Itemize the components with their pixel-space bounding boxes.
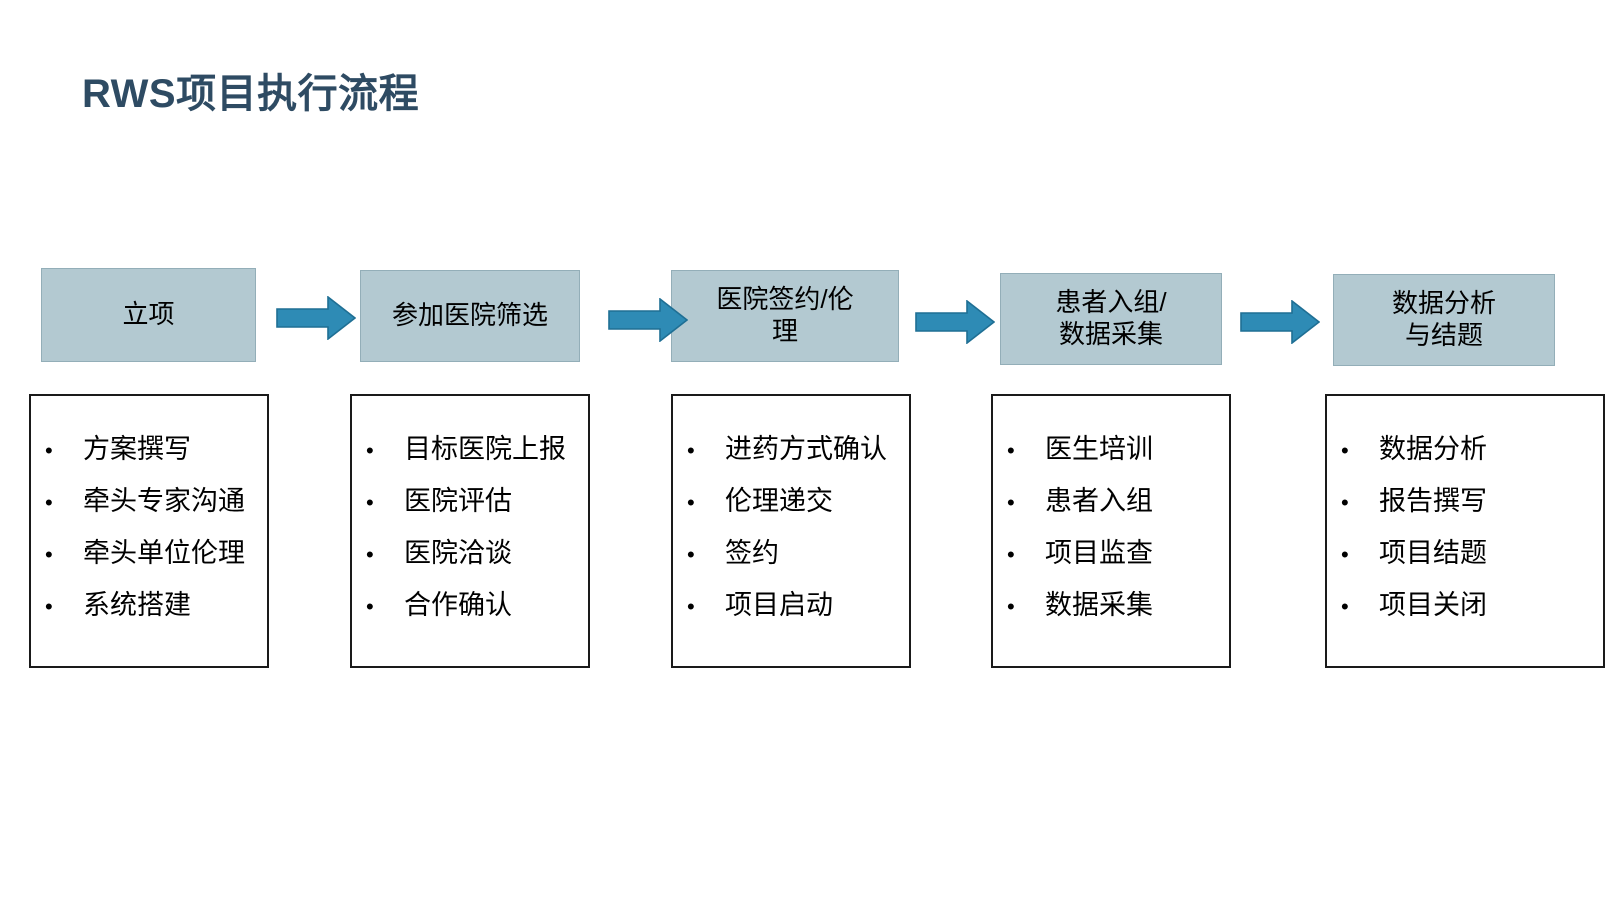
list-item-label: 牵头专家沟通 xyxy=(83,486,245,516)
stage-header-2[interactable]: 参加医院筛选 xyxy=(360,270,580,362)
bullet-icon: • xyxy=(366,594,374,619)
detail-list-4: • 医生培训 • 患者入组 • 项目监查 • 数据采集 xyxy=(993,436,1229,619)
list-item-label: 医院评估 xyxy=(404,486,512,516)
list-item-label: 项目启动 xyxy=(725,590,833,620)
stage-header-label: 参加医院筛选 xyxy=(391,300,548,331)
list-item[interactable]: • 项目启动 xyxy=(673,592,909,619)
bullet-icon: • xyxy=(45,542,53,567)
list-item-label: 伦理递交 xyxy=(725,486,833,516)
list-item[interactable]: • 牵头专家沟通 xyxy=(31,488,267,515)
list-item-label: 方案撰写 xyxy=(83,434,191,464)
bullet-icon: • xyxy=(366,490,374,515)
stage-header-label: 患者入组/ 数据采集 xyxy=(1055,287,1167,349)
bullet-icon: • xyxy=(45,594,53,619)
stage-header-label: 医院签约/伦 理 xyxy=(716,284,854,346)
list-item[interactable]: • 进药方式确认 xyxy=(673,436,909,463)
bullet-icon: • xyxy=(1007,490,1015,515)
list-item[interactable]: • 项目监查 xyxy=(993,540,1229,567)
list-item[interactable]: • 项目结题 xyxy=(1327,540,1603,567)
bullet-icon: • xyxy=(1341,490,1349,515)
bullet-icon: • xyxy=(366,542,374,567)
stage-header-3[interactable]: 医院签约/伦 理 xyxy=(671,270,899,362)
list-item-label: 项目监查 xyxy=(1045,538,1153,568)
right-arrow-icon-1 xyxy=(276,296,356,340)
stage-header-1[interactable]: 立项 xyxy=(41,268,256,362)
list-item-label: 项目关闭 xyxy=(1379,590,1487,620)
list-item-label: 项目结题 xyxy=(1379,538,1487,568)
list-item-label: 患者入组 xyxy=(1045,486,1153,516)
bullet-icon: • xyxy=(1007,438,1015,463)
list-item-label: 报告撰写 xyxy=(1379,486,1487,516)
detail-list-1: • 方案撰写 • 牵头专家沟通 • 牵头单位伦理 • 系统搭建 xyxy=(31,436,267,619)
list-item-label: 合作确认 xyxy=(404,590,512,620)
list-item-label: 进药方式确认 xyxy=(725,434,887,464)
stage-header-label: 立项 xyxy=(122,299,175,330)
list-item-label: 医院洽谈 xyxy=(404,538,512,568)
page-title: RWS项目执行流程 xyxy=(82,72,420,116)
bullet-icon: • xyxy=(1341,438,1349,463)
list-item[interactable]: • 项目关闭 xyxy=(1327,592,1603,619)
bullet-icon: • xyxy=(366,438,374,463)
list-item[interactable]: • 医生培训 xyxy=(993,436,1229,463)
bullet-icon: • xyxy=(687,438,695,463)
list-item[interactable]: • 数据采集 xyxy=(993,592,1229,619)
list-item-label: 系统搭建 xyxy=(83,590,191,620)
list-item-label: 数据采集 xyxy=(1045,590,1153,620)
right-arrow-icon-4 xyxy=(1240,300,1320,344)
detail-box-3: • 进药方式确认 • 伦理递交 • 签约 • 项目启动 xyxy=(671,394,911,668)
stage-header-label: 数据分析 与结题 xyxy=(1391,288,1496,350)
list-item[interactable]: • 合作确认 xyxy=(352,592,588,619)
right-arrow-icon-2 xyxy=(608,298,688,342)
list-item[interactable]: • 报告撰写 xyxy=(1327,488,1603,515)
bullet-icon: • xyxy=(1007,542,1015,567)
bullet-icon: • xyxy=(1341,542,1349,567)
list-item-label: 牵头单位伦理 xyxy=(83,538,245,568)
list-item-label: 数据分析 xyxy=(1379,434,1487,464)
list-item-label: 目标医院上报 xyxy=(404,434,566,464)
list-item[interactable]: • 签约 xyxy=(673,540,909,567)
list-item[interactable]: • 系统搭建 xyxy=(31,592,267,619)
list-item[interactable]: • 数据分析 xyxy=(1327,436,1603,463)
list-item-label: 签约 xyxy=(725,538,779,568)
bullet-icon: • xyxy=(687,594,695,619)
stage-header-4[interactable]: 患者入组/ 数据采集 xyxy=(1000,273,1222,365)
detail-list-5: • 数据分析 • 报告撰写 • 项目结题 • 项目关闭 xyxy=(1327,436,1603,619)
right-arrow-icon-3 xyxy=(915,300,995,344)
list-item[interactable]: • 患者入组 xyxy=(993,488,1229,515)
detail-list-3: • 进药方式确认 • 伦理递交 • 签约 • 项目启动 xyxy=(673,436,909,619)
list-item[interactable]: • 牵头单位伦理 xyxy=(31,540,267,567)
bullet-icon: • xyxy=(45,490,53,515)
stage-header-5[interactable]: 数据分析 与结题 xyxy=(1333,274,1555,366)
bullet-icon: • xyxy=(1007,594,1015,619)
bullet-icon: • xyxy=(687,542,695,567)
detail-box-5: • 数据分析 • 报告撰写 • 项目结题 • 项目关闭 xyxy=(1325,394,1605,668)
list-item-label: 医生培训 xyxy=(1045,434,1153,464)
list-item[interactable]: • 目标医院上报 xyxy=(352,436,588,463)
detail-list-2: • 目标医院上报 • 医院评估 • 医院洽谈 • 合作确认 xyxy=(352,436,588,619)
list-item[interactable]: • 伦理递交 xyxy=(673,488,909,515)
bullet-icon: • xyxy=(45,438,53,463)
detail-box-2: • 目标医院上报 • 医院评估 • 医院洽谈 • 合作确认 xyxy=(350,394,590,668)
detail-box-1: • 方案撰写 • 牵头专家沟通 • 牵头单位伦理 • 系统搭建 xyxy=(29,394,269,668)
detail-box-4: • 医生培训 • 患者入组 • 项目监查 • 数据采集 xyxy=(991,394,1231,668)
list-item[interactable]: • 医院洽谈 xyxy=(352,540,588,567)
list-item[interactable]: • 医院评估 xyxy=(352,488,588,515)
bullet-icon: • xyxy=(687,490,695,515)
bullet-icon: • xyxy=(1341,594,1349,619)
list-item[interactable]: • 方案撰写 xyxy=(31,436,267,463)
